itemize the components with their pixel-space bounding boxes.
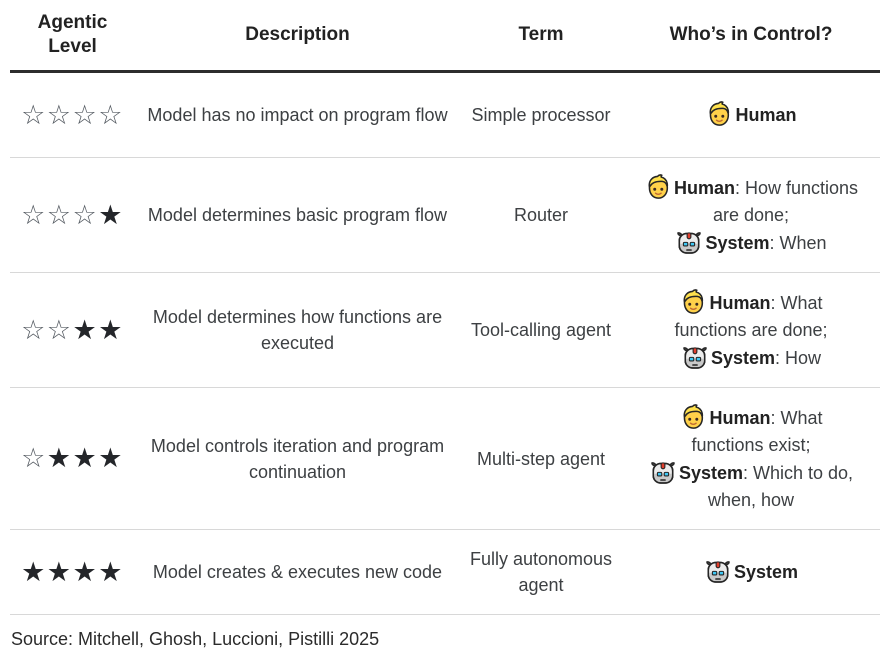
source-note: Source: Mitchell, Ghosh, Luccioni, Pisti… [11, 629, 380, 649]
agentic-level-stars: ☆☆☆★ [21, 202, 124, 229]
control-segment: Human [705, 101, 797, 129]
control-actor-label: System [710, 347, 776, 368]
table-row: ☆☆★★ Model determines how functions are … [10, 273, 880, 388]
stars-filled: ★★★★ [21, 556, 124, 588]
term-cell: Multi-step agent [476, 448, 606, 469]
column-header-term: Term [518, 24, 564, 45]
robot-icon [704, 558, 732, 586]
control-detail: : How [775, 347, 822, 368]
control-detail: : What functions exist; [691, 407, 823, 455]
control-cell: Human: How functions are done; System: W… [642, 173, 860, 257]
term-cell: Simple processor [471, 105, 611, 125]
agentic-level-stars: ☆★★★ [21, 445, 124, 472]
control-segment: System [704, 558, 798, 586]
robot-icon [681, 344, 709, 372]
description-cell: Model determines how functions are execu… [152, 307, 443, 353]
agentic-levels-table: Agentic Level Description Term Who’s in … [10, 0, 880, 650]
description-cell: Model controls iteration and program con… [150, 435, 445, 482]
stars-empty: ☆ [21, 443, 47, 474]
control-actor-label: Human [709, 407, 771, 428]
control-segment: Human: What functions are done; [642, 288, 860, 344]
control-actor-label: System [733, 562, 799, 582]
control-segment: System: How [642, 344, 860, 372]
column-header-whos-in-control: Who’s in Control? [669, 24, 833, 45]
control-segment: Human: How functions are done; [642, 173, 860, 229]
stars-filled: ★ [98, 199, 124, 231]
table-row: ☆★★★ Model controls iteration and progra… [10, 388, 880, 530]
table-body: ☆☆☆☆ Model has no impact on program flow… [10, 73, 880, 615]
description-cell: Model has no impact on program flow [147, 105, 448, 125]
column-header-description: Description [245, 24, 350, 45]
source-row: Source: Mitchell, Ghosh, Luccioni, Pisti… [10, 615, 880, 650]
control-cell: Human [705, 101, 797, 129]
control-cell: Human: What functions are done; System: … [642, 288, 860, 372]
control-actor-label: System [678, 462, 743, 483]
description-cell: Model creates & executes new code [152, 562, 443, 582]
robot-icon [649, 459, 677, 487]
control-segment: System: Which to do, when, how [642, 459, 860, 514]
term-cell: Tool-calling agent [470, 320, 612, 340]
term-cell: Fully autonomous agent [469, 549, 613, 595]
control-cell: System [704, 558, 798, 586]
control-segment: Human: What functions exist; [642, 403, 860, 459]
stars-empty: ☆☆☆☆ [21, 99, 124, 131]
control-cell: Human: What functions exist; System: Whi… [642, 403, 860, 514]
control-actor-label: System [705, 232, 770, 253]
table-row: ★★★★ Model creates & executes new code F… [10, 530, 880, 615]
stars-empty: ☆☆☆ [21, 199, 99, 231]
table-row: ☆☆☆☆ Model has no impact on program flow… [10, 73, 880, 158]
term-cell: Router [513, 205, 569, 225]
table-header-row: Agentic Level Description Term Who’s in … [10, 0, 880, 73]
control-actor-label: Human [709, 292, 771, 313]
human-icon [679, 403, 707, 432]
column-header-agentic-level: Agentic Level [37, 12, 108, 57]
human-icon [679, 288, 707, 317]
control-detail: : What functions are done; [674, 292, 828, 340]
agentic-level-stars: ★★★★ [21, 559, 124, 586]
control-detail: : How functions are done; [712, 177, 859, 225]
control-actor-label: Human [673, 177, 735, 198]
agentic-level-stars: ☆☆☆☆ [21, 102, 124, 129]
stars-empty: ☆☆ [21, 314, 73, 346]
description-cell: Model determines basic program flow [147, 205, 448, 225]
table-row: ☆☆☆★ Model determines basic program flow… [10, 158, 880, 273]
human-icon [705, 101, 733, 129]
control-detail: : Which to do, when, how [707, 462, 854, 510]
control-segment: System: When [642, 229, 860, 257]
human-icon [644, 173, 672, 202]
agentic-level-stars: ☆☆★★ [21, 317, 124, 344]
robot-icon [675, 229, 703, 257]
stars-filled: ★★ [72, 314, 124, 346]
control-actor-label: Human [735, 105, 797, 125]
control-detail: : When [769, 232, 827, 253]
stars-filled: ★★★ [46, 443, 124, 474]
